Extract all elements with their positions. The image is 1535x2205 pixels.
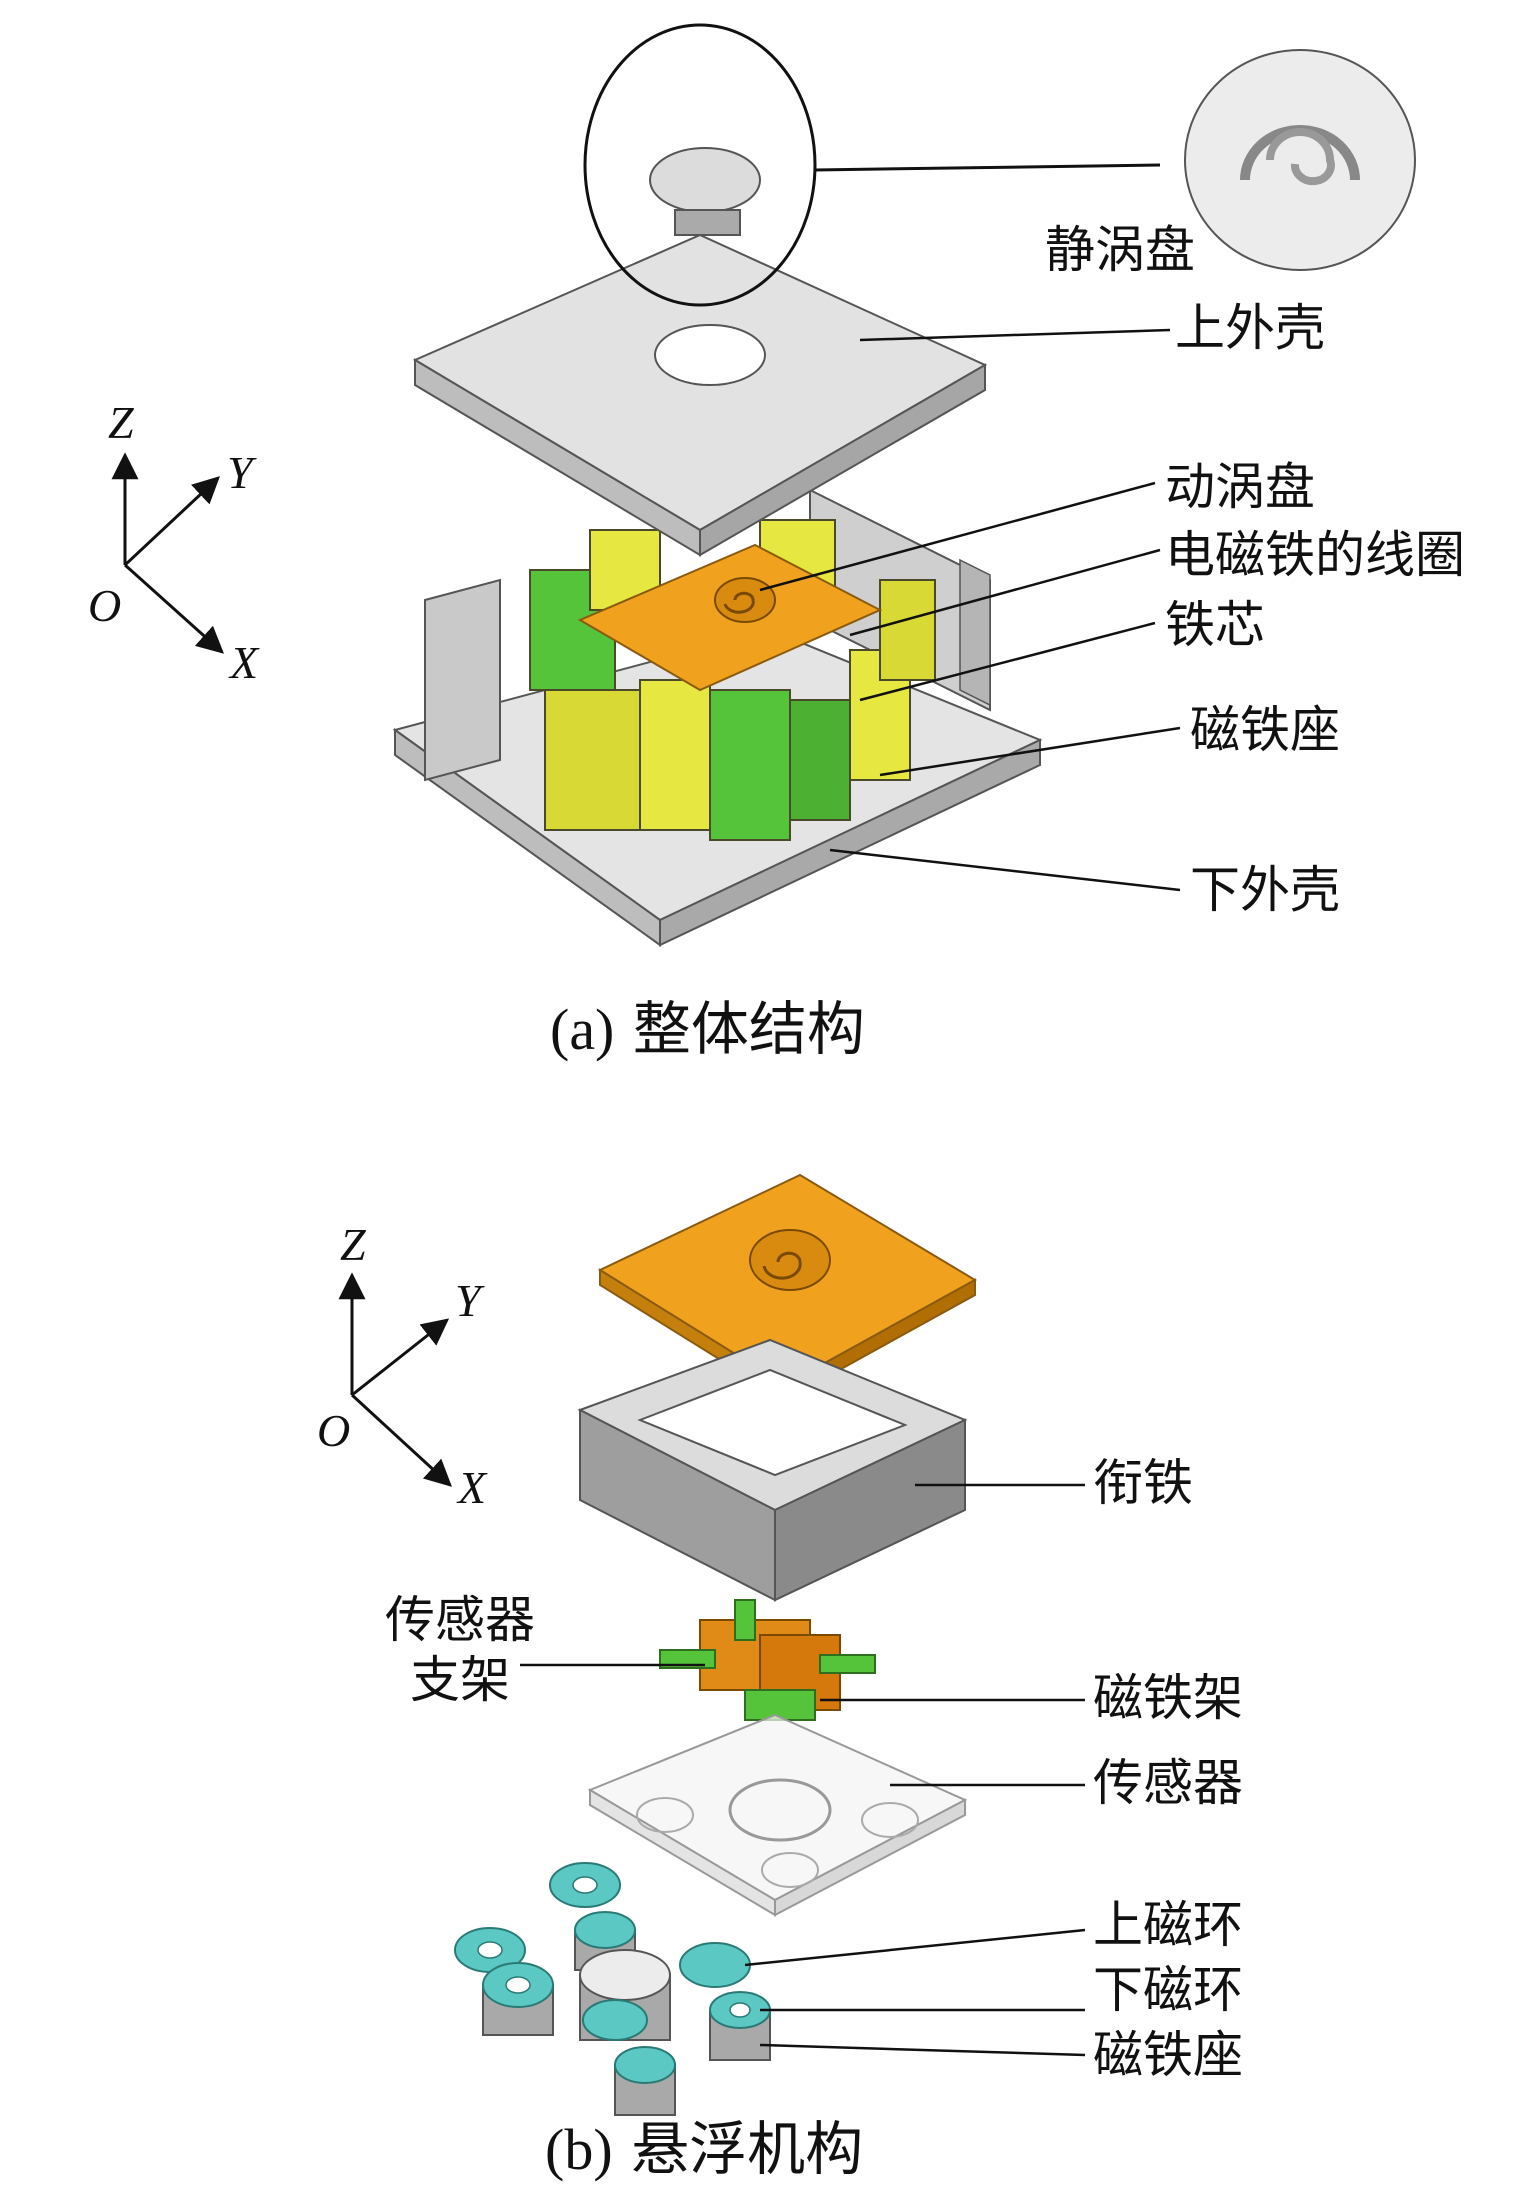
panel-a-drawing — [111, 23, 1416, 947]
fixed-scroll-detail — [1184, 49, 1416, 271]
upper-shell — [412, 233, 988, 557]
label-moving-scroll: 动涡盘 — [1165, 458, 1315, 516]
label-armature: 衔铁 — [1093, 1454, 1193, 1512]
label-lower-magnet-ring: 下磁环 — [1093, 1961, 1243, 2019]
fixed-scroll-zoom — [583, 23, 1416, 307]
panel-b-drawing — [338, 1173, 1086, 2116]
ring-stack — [549, 1862, 621, 1908]
ring-stack — [582, 1999, 648, 2041]
axes-a — [111, 452, 225, 654]
axis-x-label-b: X — [458, 1462, 487, 1513]
sensor-plate — [587, 1713, 968, 1917]
caption-b-text: 悬浮机构 — [631, 2115, 864, 2183]
leaders-a — [759, 328, 1181, 892]
armature-frame — [577, 1338, 968, 1602]
label-magnet-seat-b: 磁铁座 — [1093, 2026, 1243, 2084]
label-magnet-holder: 磁铁架 — [1093, 1669, 1243, 1727]
magnet-blocks — [529, 519, 936, 841]
label-upper-magnet-ring: 上磁环 — [1093, 1896, 1243, 1954]
axis-z-label-a: Z — [108, 397, 134, 448]
leaders-b — [520, 1483, 1086, 2057]
caption-b: (b) 悬浮机构 — [545, 2120, 863, 2179]
axis-o-label-b: O — [317, 1405, 351, 1456]
label-electromagnet-coil: 电磁铁的线圈 — [1165, 526, 1465, 584]
ring-stack — [482, 1962, 554, 2036]
caption-a-text: 整体结构 — [632, 995, 865, 1063]
label-magnet-seat-a: 磁铁座 — [1190, 701, 1340, 759]
caption-a: (a) 整体结构 — [550, 1000, 865, 1059]
caption-b-prefix: (b) — [545, 2117, 613, 2182]
label-upper-shell: 上外壳 — [1175, 299, 1325, 357]
label-lower-shell: 下外壳 — [1190, 861, 1340, 919]
axis-y-label-a: Y — [227, 447, 253, 498]
caption-a-prefix: (a) — [550, 997, 615, 1062]
ring-stack — [709, 1991, 771, 2061]
sensor-bracket — [659, 1599, 876, 1721]
label-sensor-bracket-line1: 传感器 — [385, 1591, 535, 1649]
label-iron-core: 铁芯 — [1165, 596, 1265, 654]
ring-stack — [614, 2046, 676, 2116]
axis-z-label-b: Z — [340, 1219, 366, 1270]
axes-b — [338, 1272, 452, 1487]
label-sensor-bracket-line2: 支架 — [410, 1651, 510, 1709]
axis-y-label-b: Y — [455, 1275, 481, 1326]
axis-o-label-a: O — [88, 580, 122, 631]
axis-x-label-a: X — [230, 637, 259, 688]
label-sensor: 传感器 — [1093, 1754, 1243, 1812]
label-fixed-scroll: 静涡盘 — [1045, 221, 1195, 279]
magnet-rings — [454, 1862, 771, 2116]
ring-stack — [679, 1942, 751, 1988]
